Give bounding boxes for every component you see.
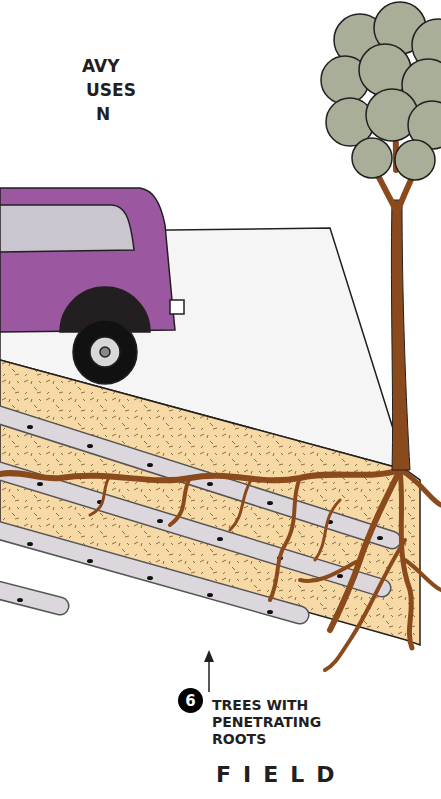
cropped-callout-text: USES (86, 80, 166, 100)
cropped-callout-text: N (96, 104, 156, 124)
section-heading: FIELD (216, 762, 436, 788)
cropped-callout-text: AVY (82, 56, 162, 76)
tree-roots (0, 470, 441, 670)
drain-pipes (0, 412, 392, 615)
truck (0, 188, 184, 384)
callout-circle: 6 (178, 688, 203, 713)
callout-number: 6 (185, 692, 195, 710)
callout-label: TREES WITH PENETRATING ROOTS (212, 697, 334, 747)
tree (321, 2, 441, 470)
pipe-holes (17, 425, 383, 614)
leader-arrow (204, 650, 214, 692)
